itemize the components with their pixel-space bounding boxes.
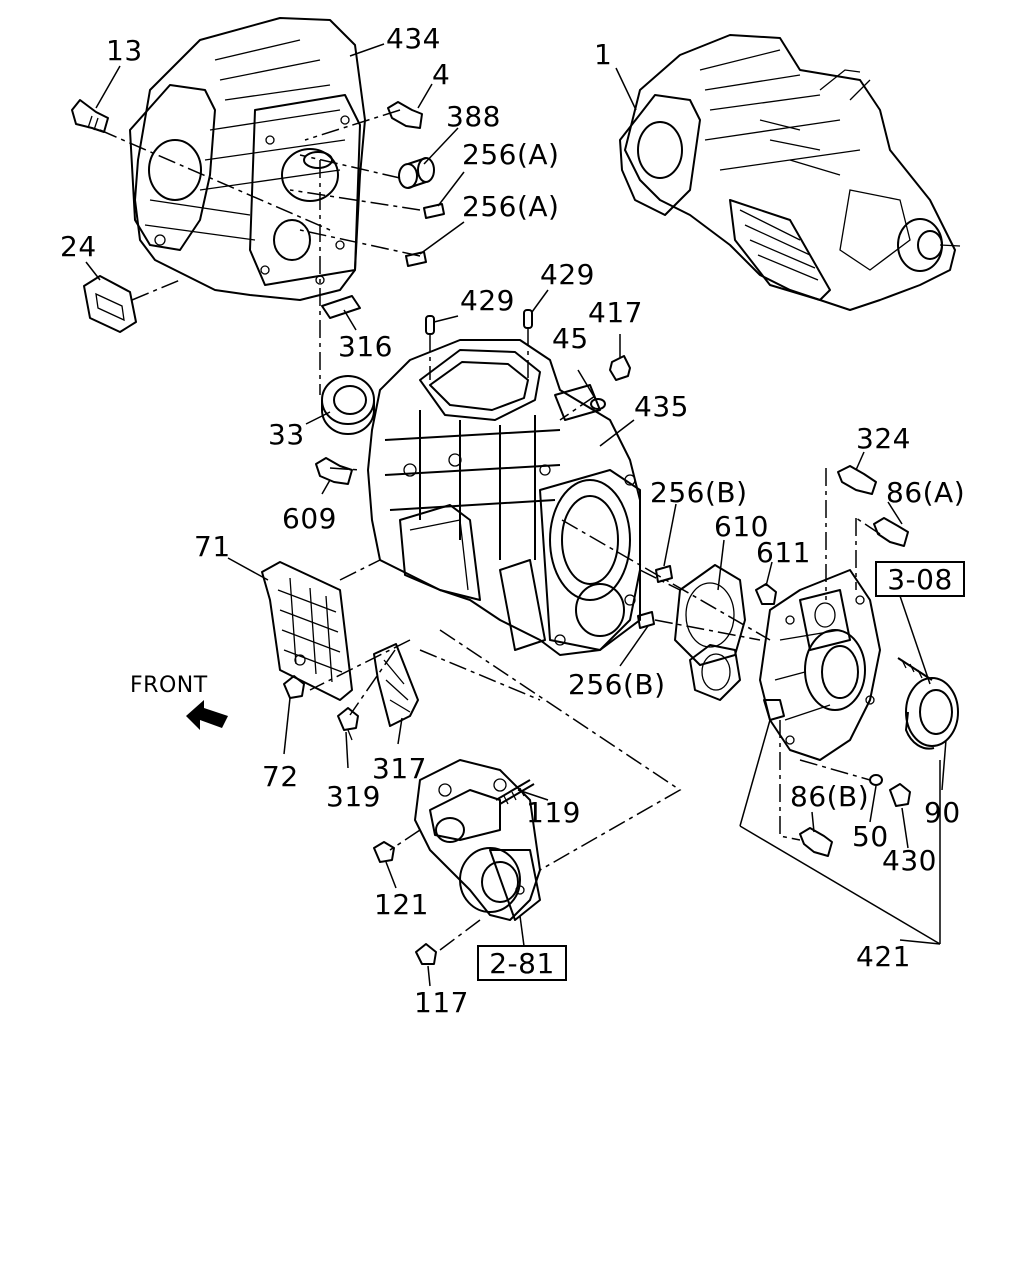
- stud-3-08: [897, 657, 933, 681]
- label-256a-1: 256(A): [462, 138, 559, 171]
- plate-317: [373, 643, 419, 727]
- reference-label-3-08: 3-08: [887, 563, 953, 596]
- nut-121: [373, 841, 395, 863]
- rear-cover-421: [759, 569, 881, 761]
- plate-316: [321, 295, 361, 319]
- label-317: 317: [372, 752, 427, 785]
- label-256b-2: 256(B): [568, 668, 666, 701]
- bolt-86a: [873, 517, 909, 547]
- transmission-case-435: [367, 339, 641, 656]
- seal-90: [905, 677, 959, 750]
- label-45: 45: [552, 322, 589, 355]
- label-121: 121: [374, 888, 429, 921]
- bolt-72: [283, 675, 305, 699]
- front-arrow-icon: [186, 700, 228, 730]
- part-labels: 434 13 4 388 256(A) 256(A) 1 24 429 429 …: [60, 22, 965, 1019]
- label-24: 24: [60, 230, 97, 263]
- label-324: 324: [856, 422, 911, 455]
- transmission-assembly-1: [619, 34, 961, 311]
- bolt-611: [755, 583, 777, 605]
- gasket-610: [674, 564, 746, 701]
- bushing-388: [398, 157, 435, 189]
- label-609: 609: [282, 502, 337, 535]
- bolt-4: [387, 101, 423, 129]
- label-90: 90: [924, 796, 961, 829]
- label-610: 610: [714, 510, 769, 543]
- label-4: 4: [432, 58, 450, 91]
- stud-324: [837, 465, 877, 495]
- label-429-2: 429: [540, 258, 595, 291]
- label-front: FRONT: [130, 673, 208, 698]
- bolt-319: [337, 707, 359, 741]
- bolt-117: [415, 943, 437, 965]
- label-256a-2: 256(A): [462, 190, 559, 223]
- label-13: 13: [106, 34, 143, 67]
- label-119: 119: [526, 796, 581, 829]
- label-256b-1: 256(B): [650, 476, 748, 509]
- leader-lines: [85, 43, 947, 987]
- label-33: 33: [268, 418, 305, 451]
- pto-assembly-2-81: [414, 759, 541, 921]
- cover-24: [83, 275, 181, 333]
- label-72: 72: [262, 760, 299, 793]
- label-421: 421: [856, 940, 911, 973]
- label-316: 316: [338, 330, 393, 363]
- label-71: 71: [194, 530, 231, 563]
- reference-label-2-81: 2-81: [489, 947, 555, 980]
- pin-256a: [405, 203, 445, 267]
- label-435: 435: [634, 390, 689, 423]
- reference-box-3-08[interactable]: 3-08: [875, 561, 965, 597]
- alignment-lines: [289, 109, 881, 951]
- bolt-13: [71, 99, 109, 133]
- bolt-609: [315, 457, 353, 485]
- label-117: 117: [414, 986, 469, 1019]
- label-50: 50: [852, 820, 889, 853]
- reference-box-2-81[interactable]: 2-81: [477, 945, 567, 981]
- seal-33: [321, 375, 375, 435]
- pin-256b: [637, 565, 673, 629]
- label-430: 430: [882, 844, 937, 877]
- label-434: 434: [386, 22, 441, 55]
- label-611: 611: [756, 536, 811, 569]
- label-1: 1: [594, 38, 612, 71]
- oring-45-plug-417: [590, 355, 631, 410]
- label-319: 319: [326, 780, 381, 813]
- label-86b: 86(B): [790, 780, 869, 813]
- clutch-housing-434: [99, 17, 366, 301]
- bolt-86b: [799, 827, 833, 857]
- label-417: 417: [588, 296, 643, 329]
- label-429-1: 429: [460, 284, 515, 317]
- label-388: 388: [446, 100, 501, 133]
- label-86a: 86(A): [886, 476, 965, 509]
- side-cover-71: [261, 559, 381, 701]
